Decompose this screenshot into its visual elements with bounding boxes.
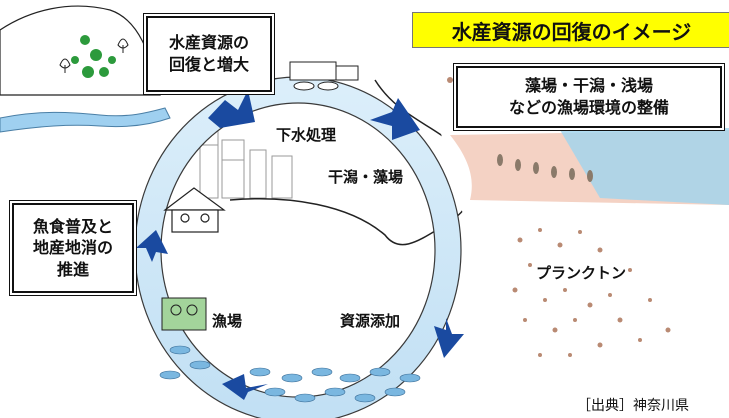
hill xyxy=(0,5,161,96)
arrow-bottom xyxy=(222,374,268,400)
trees xyxy=(59,35,129,78)
seaweed xyxy=(497,154,593,182)
box-fishing-environment: 藻場・干潟・浅場 などの漁場環境の整備 xyxy=(456,66,722,128)
family-house xyxy=(163,187,226,233)
label-plankton: プランクトン xyxy=(536,264,627,282)
fishing-ground-icon xyxy=(161,297,207,331)
source-citation: ［出典］神奈川県 xyxy=(577,398,689,414)
shallow-water xyxy=(560,128,729,205)
arrow-top-right xyxy=(370,98,420,140)
label-resource-stocking: 資源添加 xyxy=(340,312,401,330)
fish-school xyxy=(159,345,421,403)
box-resource-recovery: 水産資源の 回復と増大 xyxy=(146,16,272,92)
arrow-top-left xyxy=(208,90,255,128)
cycle-arrows xyxy=(136,90,464,400)
label-sewage-treatment: 下水処理 xyxy=(276,126,337,144)
label-fishing-ground: 漁場 xyxy=(212,312,243,330)
arrow-left xyxy=(136,230,168,262)
label-tidal-flat-seaweed: 干潟・藻場 xyxy=(328,168,404,186)
sewage-plant xyxy=(289,61,359,91)
diagram-title: 水産資源の回復のイメージ xyxy=(412,12,729,48)
box-fish-consumption-promotion: 魚食普及と 地産地消の 推進 xyxy=(12,203,134,293)
river xyxy=(0,107,171,133)
arrow-right xyxy=(434,318,464,358)
